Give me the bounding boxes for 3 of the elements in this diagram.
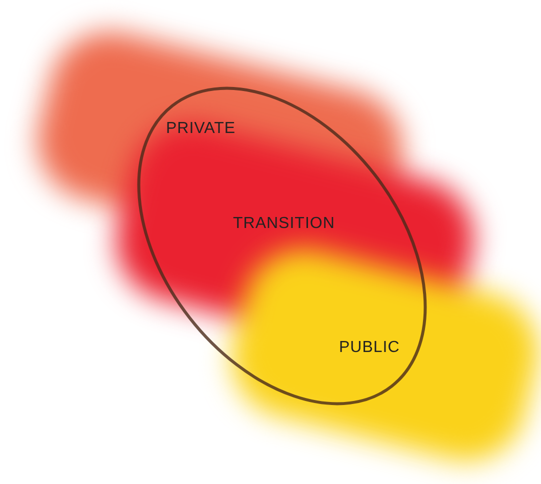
region-label: TRANSITION bbox=[233, 215, 335, 233]
region-label: PRIVATE bbox=[166, 120, 236, 138]
region-label: PUBLIC bbox=[339, 339, 400, 357]
